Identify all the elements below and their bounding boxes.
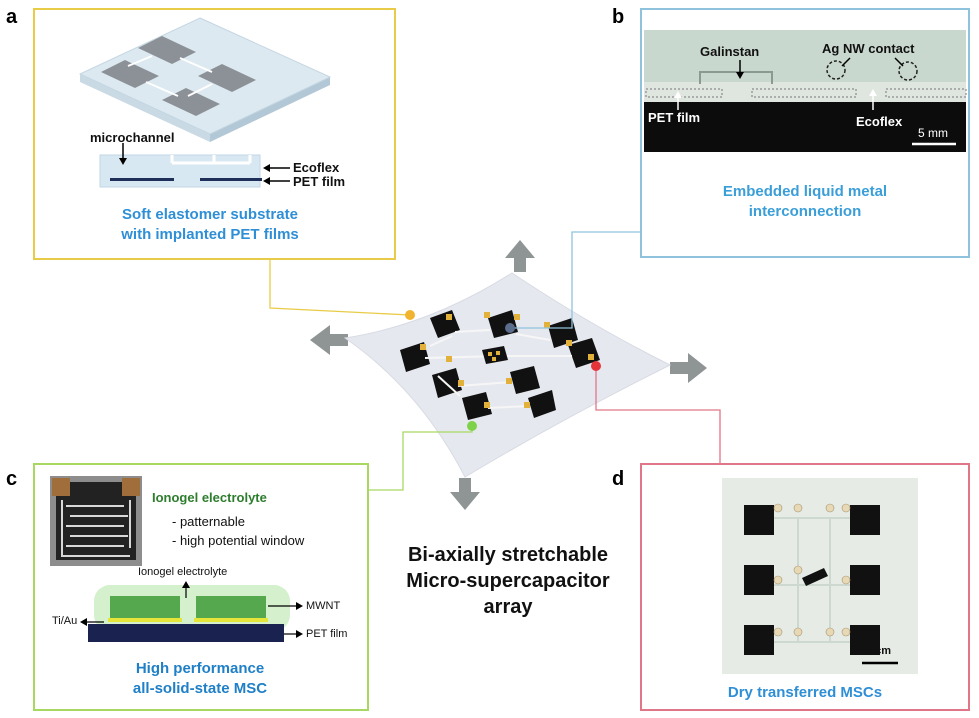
center-title-line1: Bi-axially stretchable	[407, 544, 609, 566]
ionogel-bullet-patternable: - patternable	[172, 514, 245, 529]
panel-c-caption-line1: High performance	[135, 660, 265, 677]
panel-c-caption: High performance all-solid-state MSC	[40, 659, 360, 699]
panel-a-caption-line1: Soft elastomer substrate	[122, 206, 298, 223]
pet-film-label-c: PET film	[306, 628, 348, 640]
galinstan-label: Galinstan	[700, 44, 760, 59]
panel-d-caption: Dry transferred MSCs	[727, 684, 883, 701]
panel-a-caption: Soft elastomer substrate with implanted …	[60, 205, 360, 245]
center-title: Bi-axially stretchable Micro-supercapaci…	[376, 542, 640, 620]
callout-dot-d	[591, 361, 601, 371]
ecoflex-label-a: Ecoflex	[293, 160, 340, 175]
scale-bar-d-label: 1 cm	[866, 645, 892, 657]
panel-b-label: b	[612, 6, 625, 28]
cross-section-a	[99, 143, 290, 188]
callout-dot-a	[405, 310, 415, 320]
panel-b-caption-line1: Embedded liquid metal	[722, 183, 888, 200]
ecoflex-label-b: Ecoflex	[856, 114, 903, 129]
interdigitated-electrode-image	[50, 476, 142, 566]
ag-nw-contact-label: Ag NW contact	[822, 41, 915, 56]
microchannel-label: microchannel	[90, 130, 175, 145]
panel-b-caption: Embedded liquid metal interconnection	[650, 182, 960, 222]
ionogel-electrolyte-title: Ionogel electrolyte	[152, 490, 267, 505]
callout-dot-b	[505, 323, 515, 333]
tiau-label: Ti/Au	[52, 615, 78, 627]
panel-a-caption-line2: with implanted PET films	[121, 226, 299, 243]
panel-c-caption-line2: all-solid-state MSC	[132, 680, 268, 697]
callout-dot-c	[467, 421, 477, 431]
pet-film-label-a: PET film	[293, 174, 346, 189]
substrate-3d-illustration	[78, 17, 332, 142]
mwnt-label: MWNT	[306, 600, 341, 612]
panel-b-caption-line2: interconnection	[748, 203, 862, 220]
scale-bar-b-label: 5 mm	[918, 126, 948, 140]
ionogel-electrolyte-small-label: Ionogel electrolyte	[138, 566, 228, 578]
panel-a-label: a	[6, 6, 18, 28]
panel-c-label: c	[6, 468, 18, 490]
msc-array-photo	[722, 478, 918, 674]
ionogel-bullet-window: - high potential window	[172, 533, 305, 548]
stretchable-array-illustration	[310, 240, 707, 510]
msc-cross-section	[80, 581, 303, 642]
center-title-line3: array	[483, 596, 533, 618]
liquid-metal-photo	[644, 30, 967, 152]
center-title-line2: Micro-supercapacitor	[406, 570, 610, 592]
pet-film-label-b: PET film	[648, 110, 701, 125]
panel-d-label: d	[612, 468, 625, 490]
